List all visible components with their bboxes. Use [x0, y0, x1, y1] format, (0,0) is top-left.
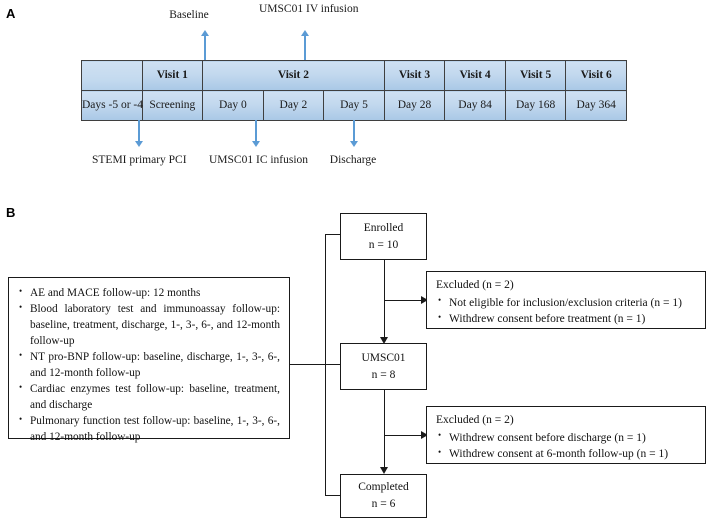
- excluded-box-2-title: Excluded (n = 2): [436, 414, 514, 426]
- arrow-iv-infusion-head-icon: [300, 30, 309, 36]
- arrow-baseline-shaft: [204, 36, 206, 60]
- annotation-ic-line-1: UMSC01: [209, 154, 254, 166]
- list-item: Cardiac enzymes test follow-up: baseline…: [17, 381, 280, 413]
- day-cell-screening-window: Days -5 or -4: [81, 90, 143, 121]
- arrowhead-to-excluded-2-icon: [421, 431, 428, 439]
- day-cell-screening: Screening: [141, 90, 204, 121]
- flow-box-enrolled-title: Enrolled: [363, 221, 404, 234]
- annotation-stemi-primary-pci: STEMI primary PCI: [92, 153, 187, 167]
- arrow-baseline-head-icon: [200, 30, 209, 36]
- annotation-baseline-line-1: Baseline: [169, 9, 209, 21]
- annotation-stemi-line-1: STEMI: [92, 154, 127, 166]
- excluded-box-1-list: Not eligible for inclusion/exclusion cri…: [436, 294, 697, 328]
- panel-a-study-timeline: A Baseline UMSC01 IV infusion Visit 1 Vi…: [0, 0, 708, 195]
- arrow-stemi-shaft: [138, 120, 140, 142]
- day-cell-day-28: Day 28: [383, 90, 446, 121]
- connector-bracket-bottom: [325, 495, 341, 497]
- list-item: Not eligible for inclusion/exclusion cri…: [436, 294, 697, 311]
- arrow-discharge-shaft: [353, 120, 355, 142]
- visit-cell-empty: [81, 60, 143, 91]
- list-item: Withdrew consent at 6-month follow-up (n…: [436, 446, 697, 462]
- annotation-discharge-line-1: Discharge: [329, 154, 377, 166]
- annotation-stemi-line-2: primary PCI: [129, 154, 187, 166]
- visit-cell-2: Visit 2: [202, 60, 385, 91]
- excluded-box-2-list: Withdrew consent before discharge (n = 1…: [436, 429, 697, 463]
- visit-cell-4: Visit 4: [444, 60, 506, 91]
- arrow-stemi-head-icon: [134, 141, 143, 147]
- day-cell-day-84: Day 84: [444, 90, 506, 121]
- table-row-days: Days -5 or -4 Screening Day 0 Day 2 Day …: [81, 90, 627, 121]
- flow-box-completed-title: Completed: [358, 481, 409, 494]
- day-cell-day-5: Day 5: [323, 90, 385, 121]
- annotation-baseline: Baseline: [154, 8, 224, 22]
- arrowhead-to-excluded-1-icon: [421, 296, 428, 304]
- visit-cell-6: Visit 6: [565, 60, 627, 91]
- day-cell-day-168: Day 168: [504, 90, 567, 121]
- followup-assessments-box: AE and MACE follow-up: 12 months Blood l…: [8, 277, 290, 443]
- list-item: Blood laboratory test and immunoassay fo…: [17, 301, 280, 349]
- arrowhead-umsc01-to-completed-icon: [379, 467, 388, 474]
- arrow-discharge-head-icon: [349, 141, 358, 147]
- visit-cell-1: Visit 1: [141, 60, 204, 91]
- arrow-iv-infusion-shaft: [304, 36, 306, 60]
- day-cell-day-0: Day 0: [202, 90, 264, 121]
- excluded-box-1-title: Excluded (n = 2): [436, 279, 514, 291]
- connector-bracket-to-followup: [286, 364, 341, 366]
- arrow-ic-infusion-shaft: [255, 120, 257, 142]
- flow-box-umsc01-count: n = 8: [371, 368, 396, 381]
- connector-umsc01-to-completed: [383, 390, 385, 468]
- connector-bracket-top: [325, 234, 341, 236]
- visit-cell-3: Visit 3: [383, 60, 446, 91]
- list-item: Withdrew consent before discharge (n = 1…: [436, 429, 697, 446]
- day-cell-day-2: Day 2: [262, 90, 325, 121]
- annotation-umsc01-iv-infusion: UMSC01 IV infusion: [259, 2, 358, 16]
- arrowhead-enrolled-to-umsc01-icon: [379, 337, 388, 344]
- excluded-box-1: Excluded (n = 2) Not eligible for inclus…: [426, 271, 706, 329]
- followup-assessments-list: AE and MACE follow-up: 12 months Blood l…: [17, 284, 280, 445]
- list-item: Withdrew consent before treatment (n = 1…: [436, 311, 697, 327]
- annotation-iv-line-1: UMSC01: [259, 3, 304, 15]
- arrow-ic-infusion-head-icon: [251, 141, 260, 147]
- annotation-iv-line-2: IV infusion: [305, 3, 359, 15]
- list-item: AE and MACE follow-up: 12 months: [17, 284, 280, 301]
- connector-to-excluded-1: [384, 300, 426, 302]
- excluded-box-2: Excluded (n = 2) Withdrew consent before…: [426, 406, 706, 464]
- panel-b-label: B: [6, 205, 16, 220]
- connector-to-excluded-2: [384, 435, 426, 437]
- flow-box-completed-count: n = 6: [371, 498, 396, 510]
- visit-cell-5: Visit 5: [504, 60, 567, 91]
- connector-enrolled-to-umsc01: [383, 260, 385, 338]
- list-item: NT pro-BNP follow-up: baseline, discharg…: [17, 349, 280, 381]
- flow-box-enrolled-count: n = 10: [368, 238, 399, 251]
- flow-box-umsc01-title: UMSC01: [361, 351, 406, 364]
- flow-box-completed: Completed n = 6: [340, 474, 427, 518]
- annotation-ic-line-2: IC infusion: [255, 154, 309, 166]
- study-timeline-table: Visit 1 Visit 2 Visit 3 Visit 4 Visit 5 …: [81, 60, 627, 121]
- annotation-discharge: Discharge: [307, 153, 399, 167]
- table-row-visits: Visit 1 Visit 2 Visit 3 Visit 4 Visit 5 …: [81, 60, 627, 91]
- flow-box-enrolled: Enrolled n = 10: [340, 213, 427, 260]
- flow-box-umsc01: UMSC01 n = 8: [340, 343, 427, 390]
- annotation-umsc01-ic-infusion: UMSC01 IC infusion: [209, 153, 308, 167]
- day-cell-day-364: Day 364: [565, 90, 627, 121]
- list-item: Pulmonary function test follow-up: basel…: [17, 413, 280, 445]
- panel-a-label: A: [6, 6, 16, 21]
- panel-b-consort-flow-diagram: B Enrolled n = 10 UMSC01 n = 8 Completed…: [0, 195, 708, 518]
